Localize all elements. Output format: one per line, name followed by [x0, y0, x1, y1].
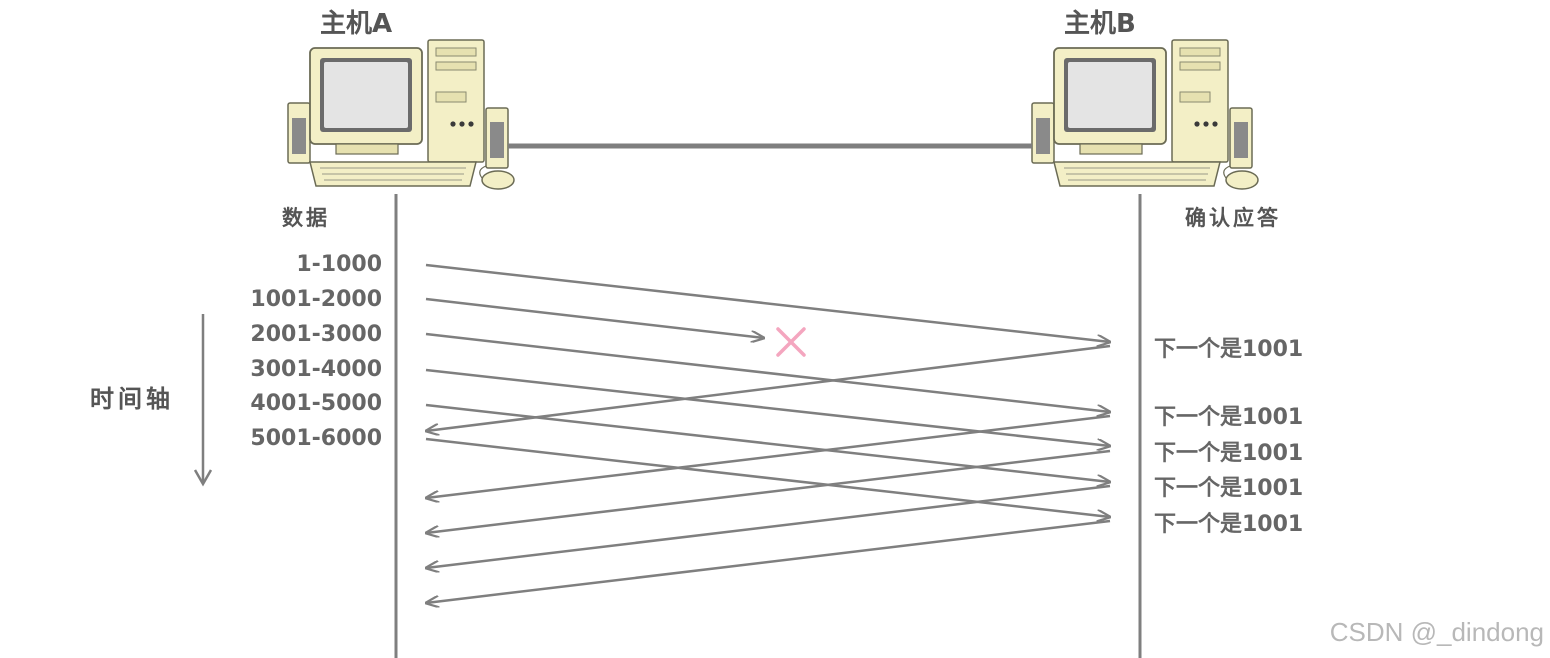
ack-label: 下一个是1001 [1154, 476, 1303, 501]
time-axis: 时间轴 [90, 314, 213, 487]
ack-arrow [426, 344, 1111, 431]
host-b-label: 主机B [1064, 9, 1136, 39]
host-a-label: 主机A [320, 9, 392, 39]
segment-arrow [425, 332, 1110, 412]
segment-arrow [425, 368, 1110, 446]
ack-labels: 下一个是1001 下一个是1001 下一个是1001 下一个是1001 下一个是… [1154, 337, 1303, 537]
ack-arrow [426, 519, 1111, 603]
host-a: 主机A [287, 9, 515, 190]
time-axis-arrow-icon [193, 469, 213, 487]
computer-a-icon [287, 39, 515, 190]
ack-arrow [426, 449, 1111, 533]
ack-arrow [426, 484, 1111, 568]
segment-arrow [425, 263, 1110, 342]
computer-b-icon [1031, 39, 1259, 190]
lost-segment-arrow [425, 297, 764, 338]
ack-label: 下一个是1001 [1154, 512, 1303, 537]
ack-label: 下一个是1001 [1154, 441, 1303, 466]
segment-arrow [425, 403, 1110, 482]
ack-label: 下一个是1001 [1154, 337, 1303, 362]
data-arrows [425, 263, 1110, 517]
watermark: CSDN @_dindong [1329, 617, 1544, 647]
ack-arrows [426, 344, 1111, 603]
segment-label: 5001-6000 [250, 426, 382, 451]
host-b: 主机B [1031, 9, 1259, 190]
ack-label: 下一个是1001 [1154, 405, 1303, 430]
segment-labels: 1-1000 1001-2000 2001-3000 3001-4000 400… [250, 252, 382, 451]
segment-label: 4001-5000 [250, 391, 382, 416]
ack-column-label: 确认应答 [1185, 206, 1281, 230]
segment-label: 1-1000 [296, 252, 382, 277]
packet-lost-icon [776, 327, 806, 357]
segment-label: 2001-3000 [250, 322, 382, 347]
ack-arrow [426, 414, 1111, 498]
segment-label: 3001-4000 [250, 357, 382, 382]
time-axis-label: 时间轴 [90, 385, 174, 413]
segment-arrow [425, 437, 1110, 517]
data-column-label: 数据 [282, 206, 330, 230]
segment-label: 1001-2000 [250, 287, 382, 312]
